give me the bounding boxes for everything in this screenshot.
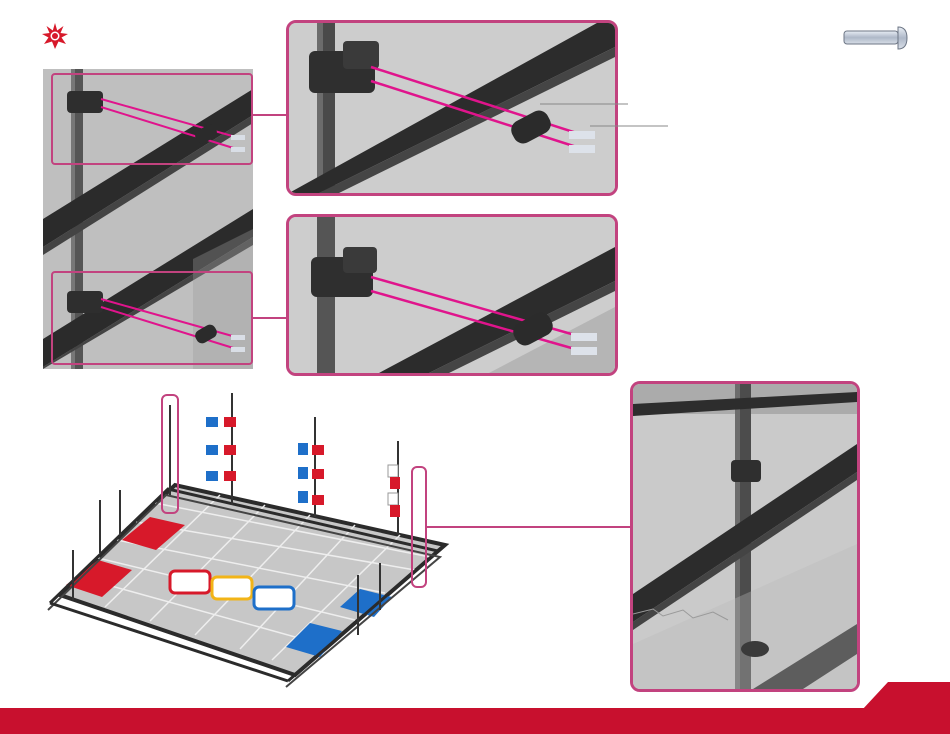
footer-tab (862, 682, 950, 710)
footer-bar (0, 708, 950, 734)
bolt-part-icon (843, 25, 909, 51)
connector-lines-top (250, 100, 290, 330)
overview-panel (43, 69, 253, 369)
leader-lines (540, 95, 670, 135)
zoom-callout-bottom (286, 214, 618, 376)
warning-starburst-icon (42, 23, 68, 49)
field-overview (40, 385, 450, 690)
detail-callout (630, 381, 860, 692)
connector-line-field (425, 515, 635, 545)
